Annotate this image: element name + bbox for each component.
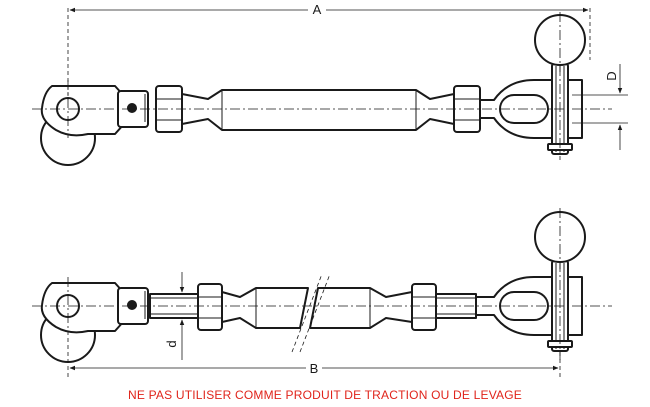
upper-right-clevis [479, 14, 586, 155]
lower-left-hex-nut [197, 283, 223, 331]
upper-body [181, 89, 455, 131]
lower-right-clevis [475, 211, 586, 352]
dimension-b: B [67, 338, 561, 378]
dimension-a-label: A [313, 2, 322, 17]
lower-left-eye-fitting [40, 282, 149, 363]
lower-body [221, 273, 413, 353]
lower-left-threaded-rod [149, 293, 201, 319]
upper-left-eye-fitting [40, 85, 149, 166]
dimension-d-lower: d [164, 272, 185, 360]
lower-turnbuckle [32, 208, 612, 363]
lower-right-hex-nut [411, 283, 437, 331]
dimension-d-lower-label: d [164, 340, 179, 347]
dimension-a: A [67, 1, 591, 100]
upper-turnbuckle [32, 12, 612, 166]
dimension-b-label: B [310, 361, 319, 376]
upper-left-hex-nut [155, 85, 183, 133]
warning-text: NE PAS UTILISER COMME PRODUIT DE TRACTIO… [128, 388, 522, 402]
dimension-d-upper-label: D [604, 71, 619, 80]
dimension-d-upper: D [572, 64, 628, 150]
